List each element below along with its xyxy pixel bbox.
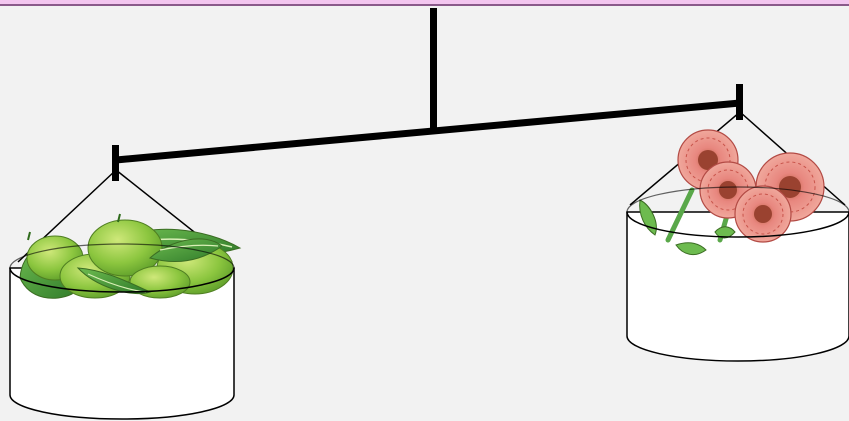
left-basket-body bbox=[9, 267, 235, 420]
scale-beam bbox=[112, 84, 743, 181]
left-basket-rim bbox=[9, 267, 235, 293]
right-beam-end bbox=[736, 84, 743, 120]
right-pan-flowers bbox=[639, 129, 825, 256]
left-pan bbox=[9, 169, 242, 420]
right-pan bbox=[626, 111, 849, 362]
right-basket-rim bbox=[626, 211, 849, 238]
left-beam-end bbox=[112, 145, 119, 181]
top-border-band bbox=[0, 0, 849, 6]
scale-pivot-rod bbox=[430, 8, 437, 130]
right-basket-body bbox=[626, 211, 849, 362]
left-pan-mangoes bbox=[19, 213, 242, 299]
